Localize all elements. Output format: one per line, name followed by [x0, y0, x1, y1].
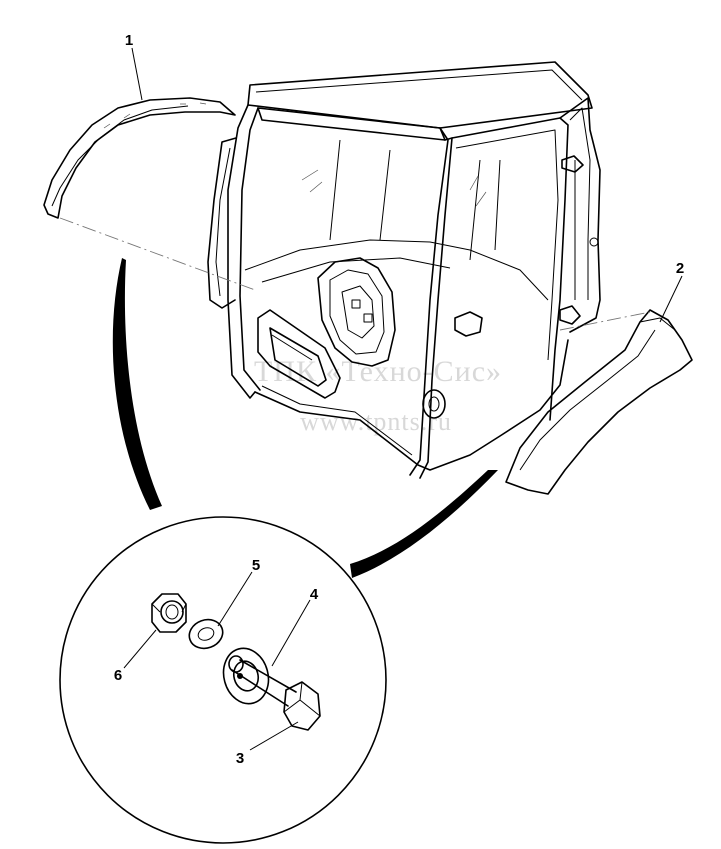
- fastener-detail-circle: [59, 516, 387, 844]
- fender-left: [43, 97, 236, 219]
- callout-5: 5: [252, 557, 260, 574]
- fender-right: [505, 309, 693, 495]
- callout-4: 4: [310, 586, 319, 603]
- small-washer: [188, 618, 224, 650]
- detail-connector: [112, 258, 498, 578]
- callout-1: 1: [125, 32, 133, 49]
- tractor-cab: [207, 61, 601, 479]
- nut: [151, 593, 187, 633]
- callout-leaders: [123, 47, 683, 751]
- callout-3: 3: [236, 750, 244, 767]
- callout-2: 2: [676, 260, 684, 277]
- leader-lines: [59, 217, 651, 331]
- callout-6: 6: [114, 667, 122, 684]
- watermark-line1: ТПК «Техно-Сис»: [254, 355, 502, 388]
- bolt: [228, 655, 321, 731]
